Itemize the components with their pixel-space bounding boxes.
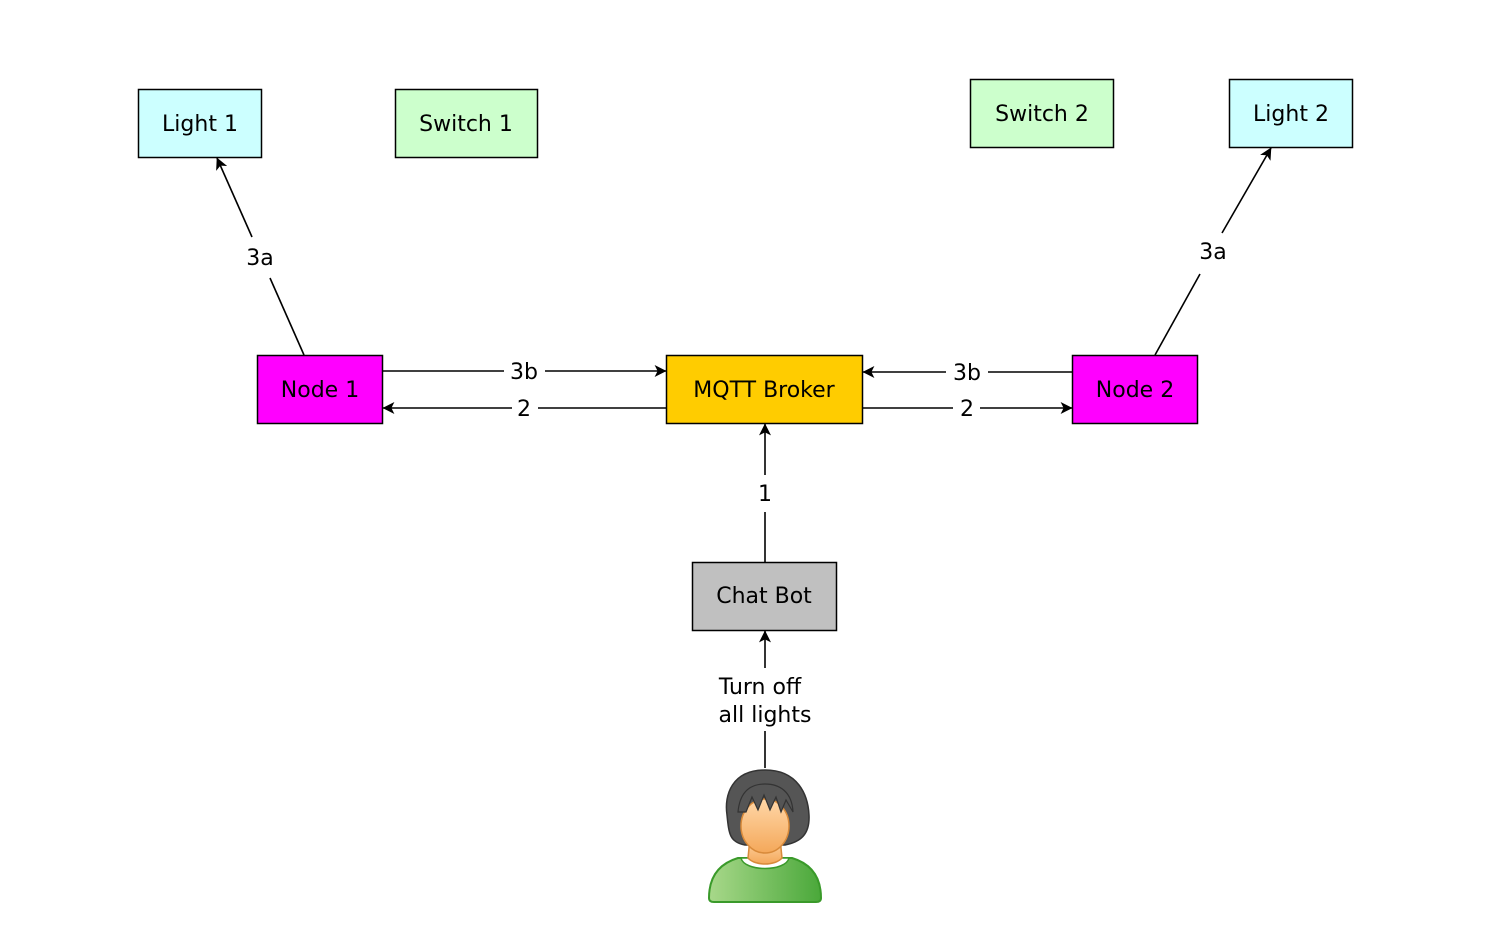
light-2-node: Light 2 — [1228, 78, 1354, 149]
light-2-label: Light 2 — [1253, 102, 1329, 127]
edge-label-3b-left: 3b — [510, 360, 538, 385]
node-2-label: Node 2 — [1096, 378, 1174, 403]
edge-label-3a-right: 3a — [1199, 240, 1226, 265]
switch-2-node: Switch 2 — [969, 78, 1115, 149]
edge-node2-broker: 3b — [862, 361, 1072, 386]
edge-user-chatbot: Turn off all lights — [718, 630, 812, 768]
edge-label-command-line2: all lights — [719, 703, 812, 728]
chat-bot-node: Chat Bot — [691, 561, 838, 632]
switch-1-node: Switch 1 — [394, 88, 539, 159]
edge-label-2-right: 2 — [960, 397, 974, 422]
light-1-label: Light 1 — [162, 112, 238, 137]
person-icon — [707, 769, 823, 903]
edge-label-3a-left: 3a — [246, 246, 273, 271]
edge-label-2-left: 2 — [517, 397, 531, 422]
edge-broker-node1: 2 — [382, 397, 666, 422]
edge-label-1: 1 — [758, 482, 772, 507]
edge-chatbot-broker: 1 — [758, 423, 772, 562]
chat-bot-label: Chat Bot — [716, 584, 812, 609]
edge-node1-light1: 3a — [216, 157, 305, 356]
edge-broker-node2: 2 — [863, 397, 1073, 422]
edge-label-command-line1: Turn off — [718, 675, 802, 700]
edge-label-3b-right: 3b — [953, 361, 981, 386]
node-2-node: Node 2 — [1071, 354, 1199, 425]
mqtt-broker-label: MQTT Broker — [693, 378, 835, 403]
switch-2-label: Switch 2 — [995, 102, 1089, 127]
light-1-node: Light 1 — [137, 88, 263, 159]
edge-node1-broker: 3b — [383, 360, 667, 385]
edge-node2-light2: 3a — [1154, 147, 1272, 356]
switch-1-label: Switch 1 — [419, 112, 513, 137]
node-1-node: Node 1 — [256, 354, 384, 425]
mqtt-broker-node: MQTT Broker — [665, 354, 864, 425]
node-1-label: Node 1 — [281, 378, 359, 403]
